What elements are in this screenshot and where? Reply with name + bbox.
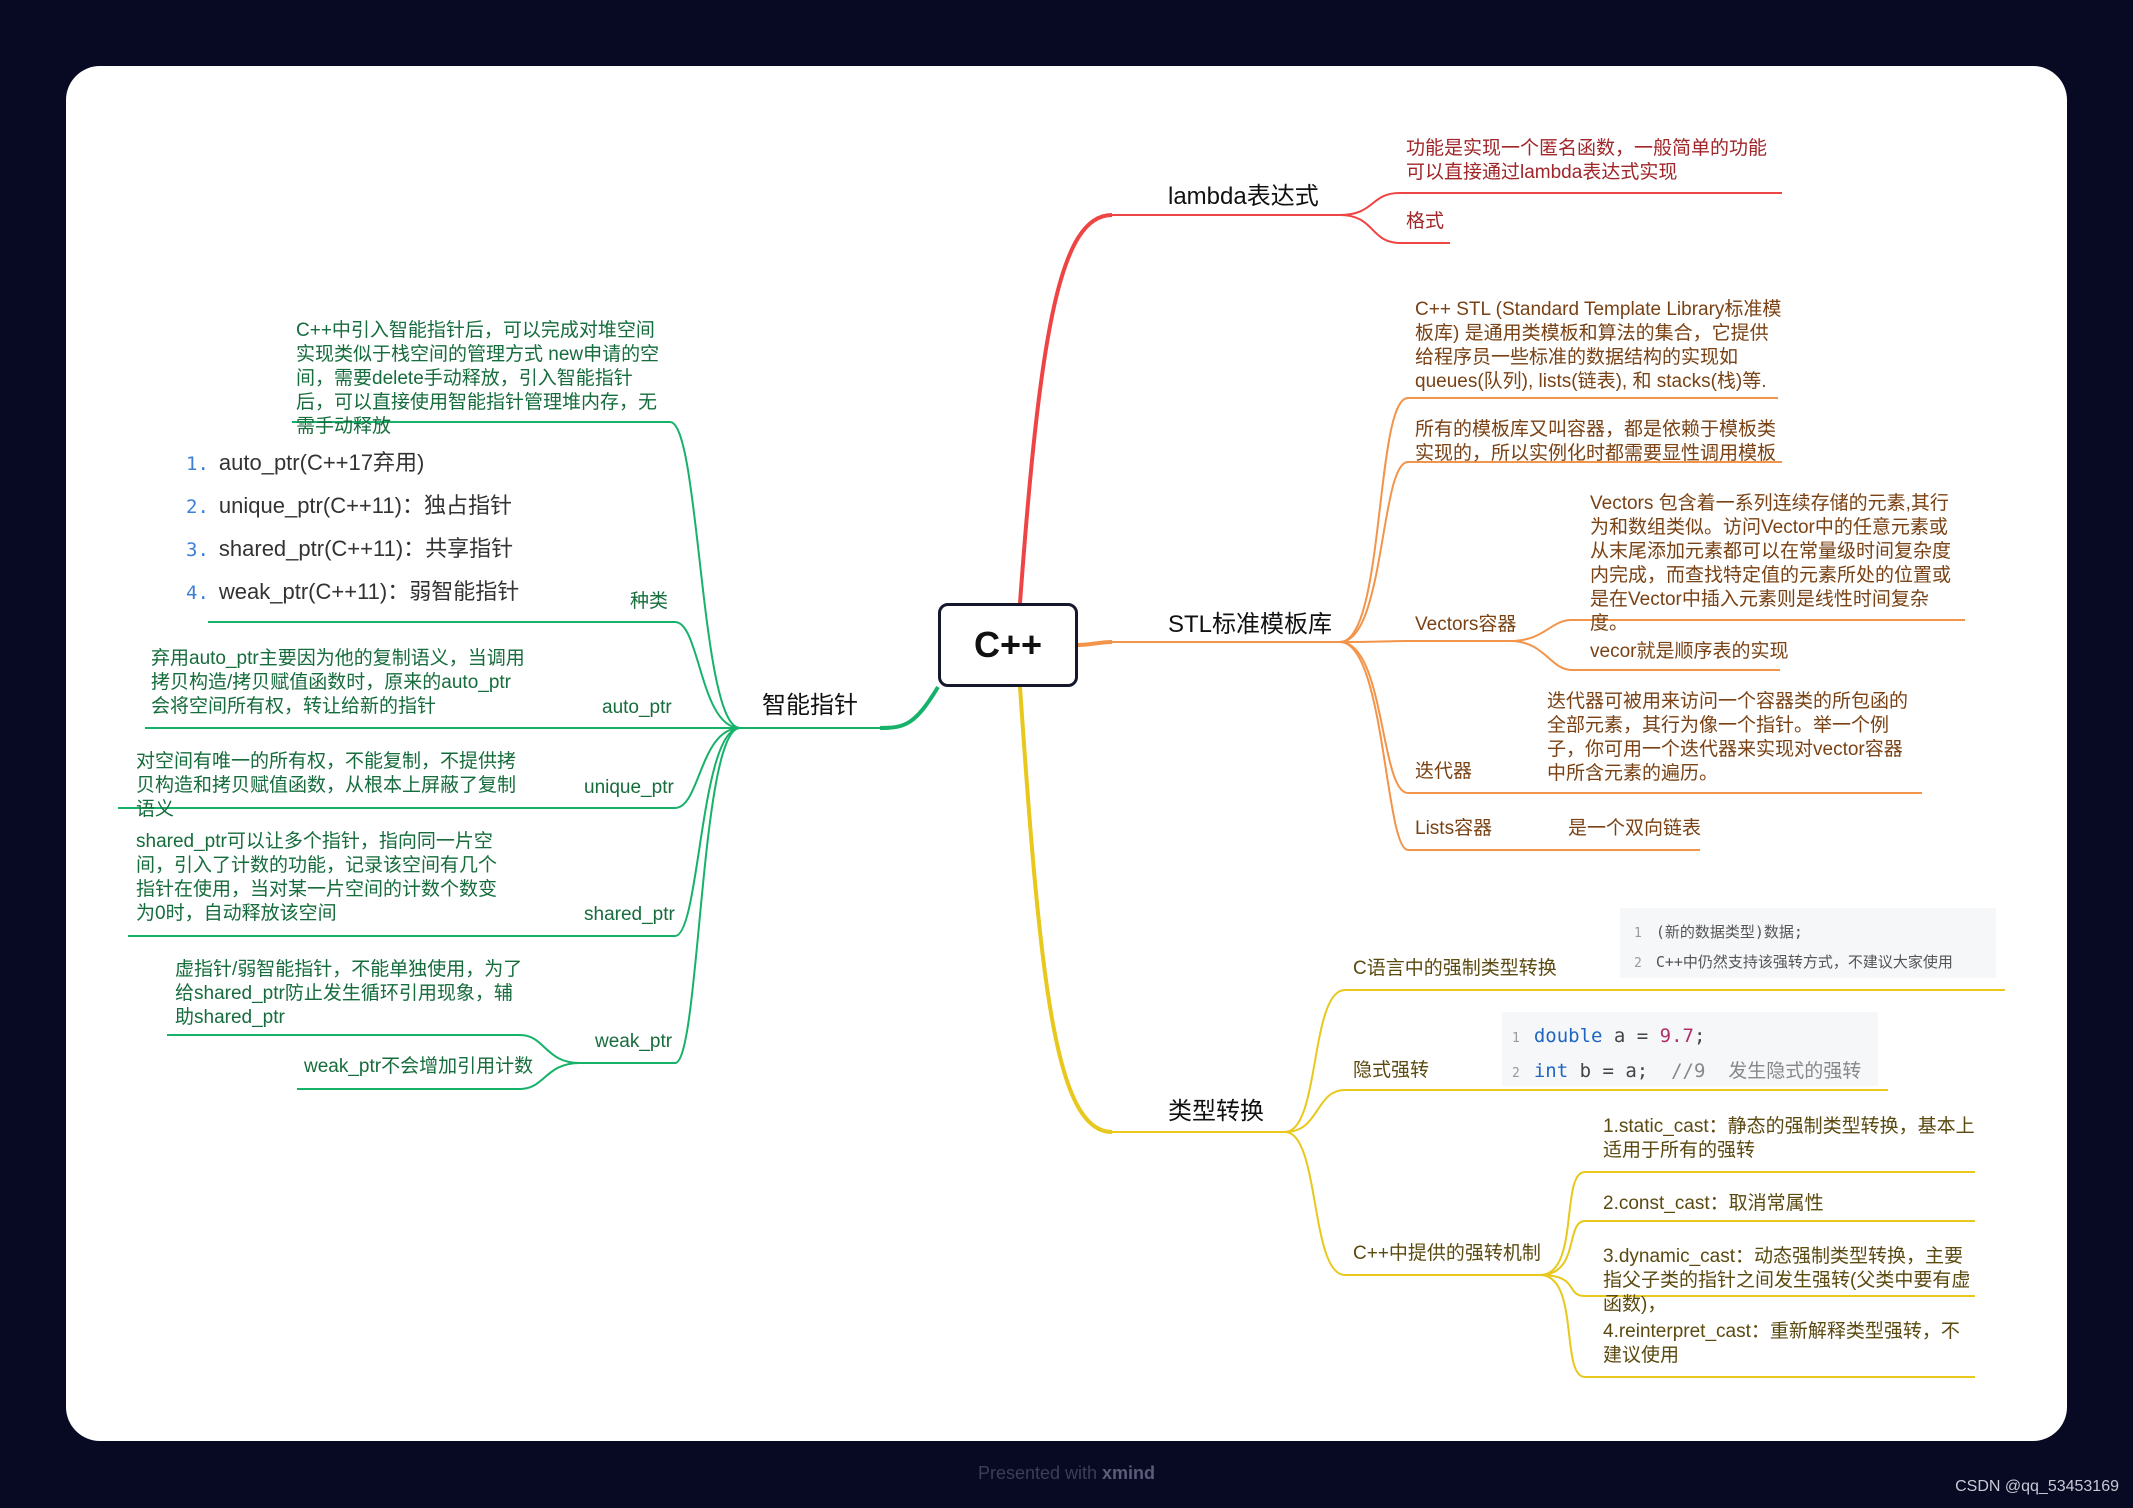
code-number: 9.7 bbox=[1659, 1025, 1694, 1047]
lambda-format: 格式 bbox=[1406, 211, 1445, 232]
lists-description: 是一个双向链表 bbox=[1568, 818, 1702, 839]
code-keyword-double: double bbox=[1533, 1025, 1603, 1047]
code-text: ; bbox=[1694, 1025, 1706, 1047]
csdn-watermark: CSDN @qq_53453169 bbox=[1955, 1478, 2119, 1495]
topic-smart-pointer[interactable]: 智能指针 bbox=[762, 692, 858, 719]
auto-ptr-description: 弃用auto_ptr主要因为他的复制语义，当调用拷贝构造/拷贝赋值函数时，原来的… bbox=[151, 648, 525, 717]
mindmap-canvas bbox=[66, 66, 2067, 1441]
vectors-description: Vectors 包含着一系列连续存储的元素,其行为和数组类似。访问Vector中… bbox=[1590, 493, 1952, 634]
topic-lambda[interactable]: lambda表达式 bbox=[1168, 183, 1319, 210]
stl-description: C++ STL (Standard Template Library标准模板库)… bbox=[1415, 299, 1782, 392]
weak-ptr-description: 虚指针/弱智能指针，不能单独使用，为了给shared_ptr防止发生循环引用现象… bbox=[175, 959, 523, 1028]
smart-pointer-kinds-list: 1.auto_ptr(C++17弃用) 2.unique_ptr(C++11)：… bbox=[186, 442, 519, 614]
code-keyword-int: int bbox=[1533, 1060, 1569, 1082]
topic-stl[interactable]: STL标准模板库 bbox=[1168, 611, 1333, 638]
c-cast-code-line-2: C++中仍然支持该强转方式，不建议大家使用 bbox=[1655, 953, 1953, 971]
auto-ptr-label[interactable]: auto_ptr bbox=[602, 697, 672, 718]
c-cast-code-line-1: (新的数据类型)数据; bbox=[1655, 923, 1803, 941]
code-comment: //9 发生隐式的强转 bbox=[1671, 1060, 1862, 1082]
lambda-description: 功能是实现一个匿名函数，一般简单的功能可以直接通过lambda表达式实现 bbox=[1406, 138, 1768, 183]
smart-pointer-intro: C++中引入智能指针后，可以完成对堆空间实现类似于栈空间的管理方式 new申请的… bbox=[296, 320, 660, 437]
kind-item: 2.unique_ptr(C++11)：独占指针 bbox=[186, 493, 512, 518]
unique-ptr-description: 对空间有唯一的所有权，不能复制，不提供拷贝构造和拷贝赋值函数，从根本上屏蔽了复制… bbox=[136, 751, 517, 820]
stl-container-note: 所有的模板库又叫容器，都是依赖于模板类实现的，所以实例化时都需要显性调用模板 bbox=[1415, 419, 1777, 464]
cpp-cast-label[interactable]: C++中提供的强转机制 bbox=[1353, 1243, 1541, 1264]
shared-ptr-label[interactable]: shared_ptr bbox=[584, 904, 675, 925]
weak-ptr-note: weak_ptr不会增加引用计数 bbox=[304, 1056, 534, 1077]
const-cast-item: 2.const_cast：取消常属性 bbox=[1603, 1193, 1824, 1214]
iterator-label[interactable]: 迭代器 bbox=[1415, 761, 1473, 782]
kind-item: 4.weak_ptr(C++11)：弱智能指针 bbox=[186, 579, 520, 604]
static-cast-item: 1.static_cast：静态的强制类型转换，基本上适用于所有的强转 bbox=[1603, 1116, 1975, 1161]
iterator-description: 迭代器可被用来访问一个容器类的所包函的全部元素，其行为像一个指针。举一个例子，你… bbox=[1547, 691, 1909, 784]
shared-ptr-description: shared_ptr可以让多个指针，指向同一片空间，引入了计数的功能，记录该空间… bbox=[136, 831, 498, 924]
vectors-note: vecor就是顺序表的实现 bbox=[1590, 641, 1789, 662]
dynamic-cast-item: 3.dynamic_cast：动态强制类型转换，主要指父子类的指针之间发生强转(… bbox=[1603, 1246, 1971, 1315]
code-text: a = bbox=[1602, 1025, 1660, 1047]
reinterpret-cast-item: 4.reinterpret_cast：重新解释类型强转，不建议使用 bbox=[1603, 1321, 1960, 1366]
topic-type-conversion[interactable]: 类型转换 bbox=[1168, 1098, 1264, 1125]
xmind-brand: xmind bbox=[1102, 1463, 1156, 1483]
root-topic[interactable]: C++ bbox=[938, 603, 1078, 687]
kinds-label[interactable]: 种类 bbox=[630, 591, 669, 612]
implicit-cast-label[interactable]: 隐式强转 bbox=[1353, 1060, 1430, 1081]
weak-ptr-label[interactable]: weak_ptr bbox=[595, 1031, 673, 1052]
code-text: b = a; bbox=[1568, 1060, 1672, 1082]
presented-with-footer: Presented with xmind bbox=[977, 1463, 1156, 1483]
kind-item: 3.shared_ptr(C++11)：共享指针 bbox=[186, 536, 514, 561]
kind-item: 1.auto_ptr(C++17弃用) bbox=[186, 450, 425, 475]
unique-ptr-label[interactable]: unique_ptr bbox=[584, 777, 674, 798]
vectors-label[interactable]: Vectors容器 bbox=[1415, 614, 1517, 635]
lists-label[interactable]: Lists容器 bbox=[1415, 818, 1493, 839]
c-cast-label[interactable]: C语言中的强制类型转换 bbox=[1353, 958, 1557, 979]
